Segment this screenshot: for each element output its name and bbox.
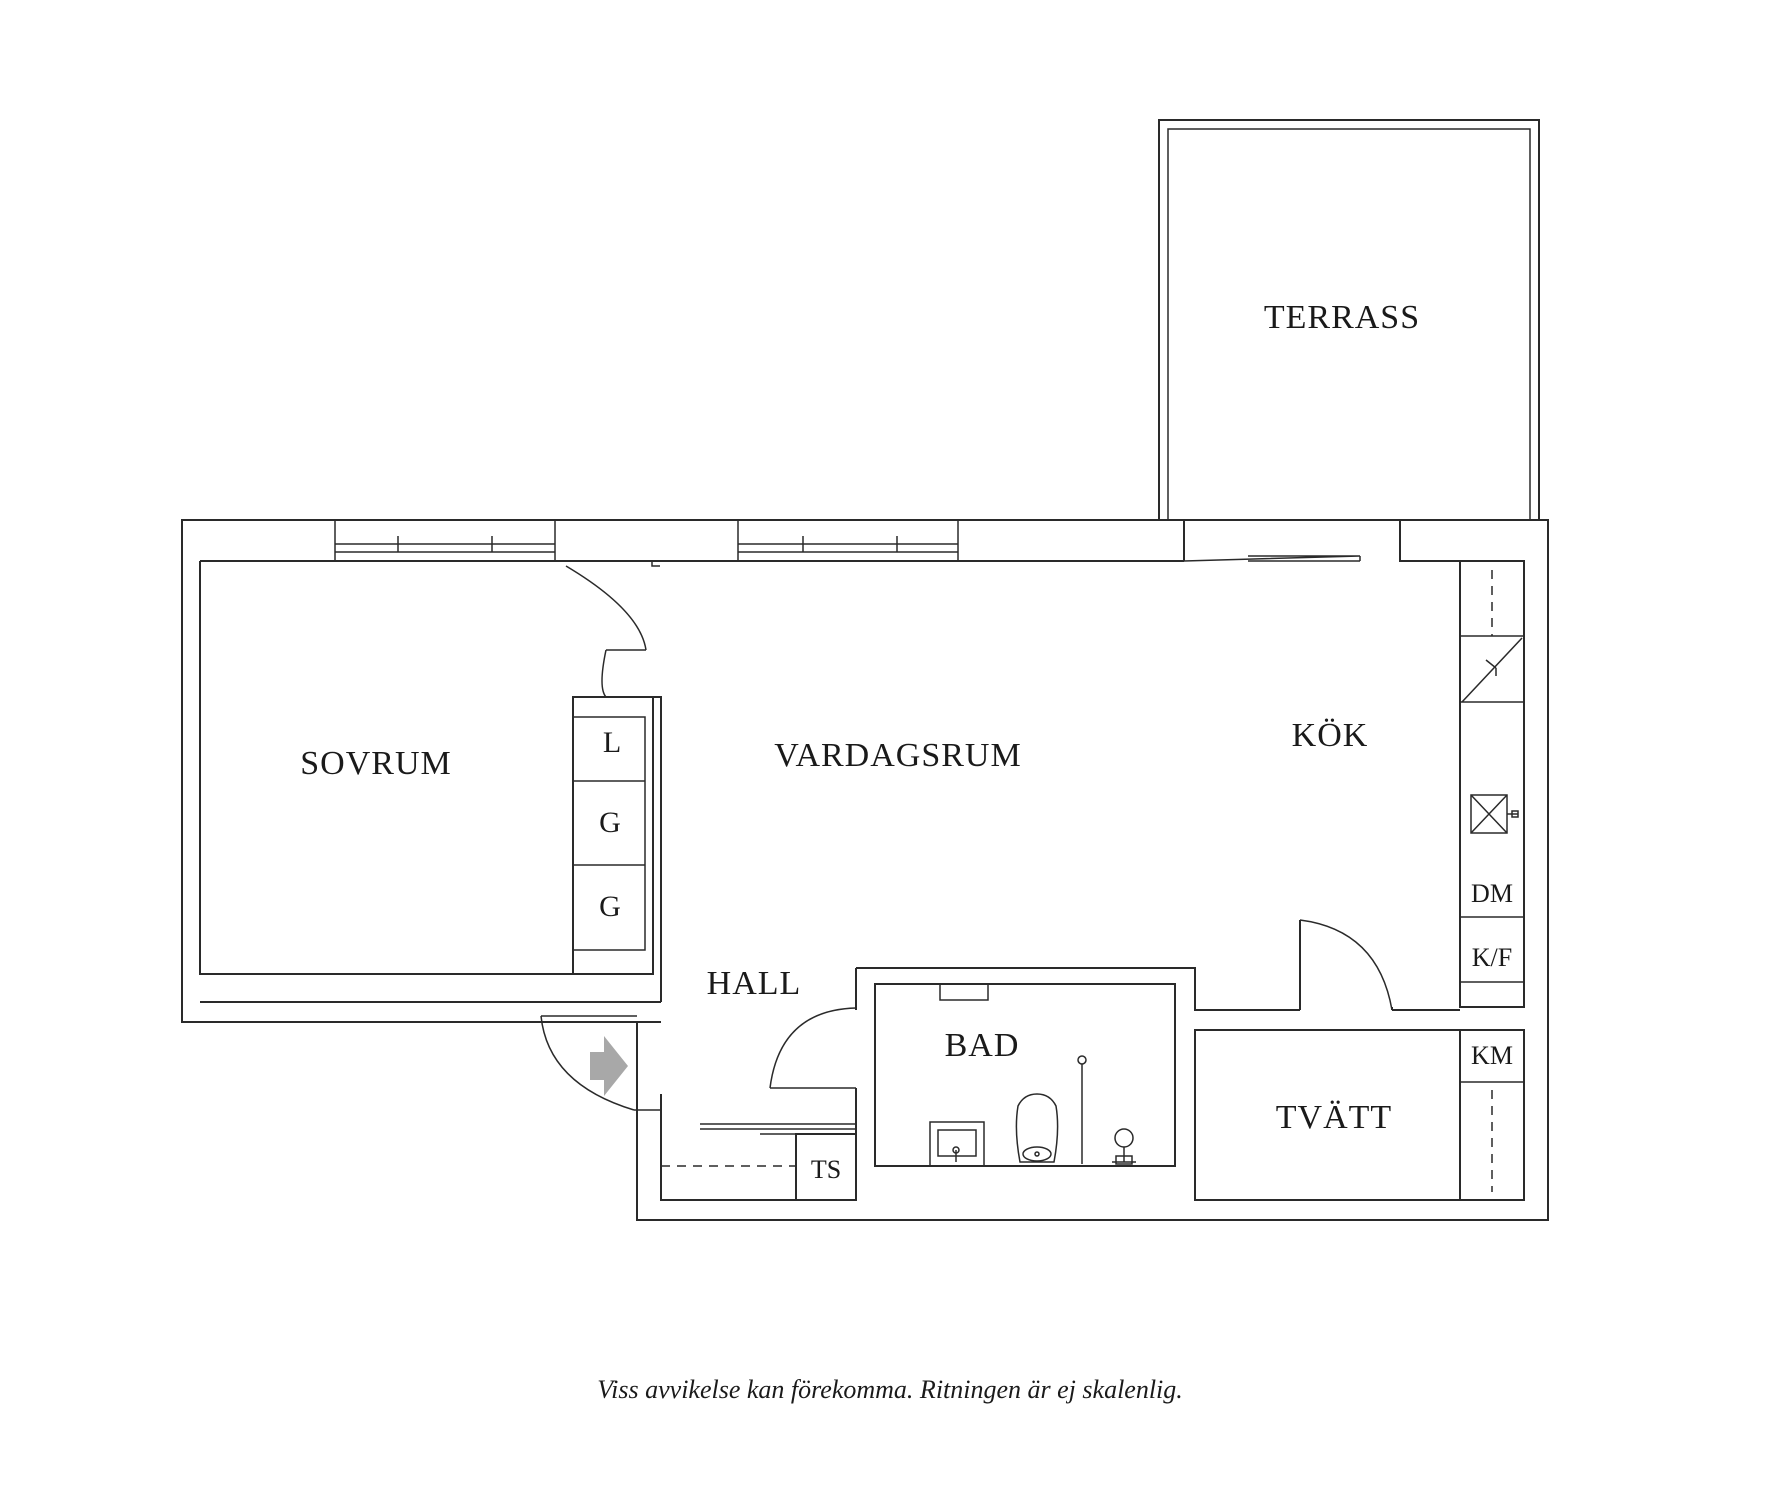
shower-head-icon: [1114, 1128, 1134, 1148]
room-label-kok: KÖK: [1292, 717, 1369, 754]
room-label-tvatt: TVÄTT: [1276, 1099, 1392, 1136]
outer-wall: [181, 519, 1549, 1221]
fixture-label-wardrobe-1: G: [599, 806, 621, 839]
bathroom-fixtures: [929, 983, 1136, 1167]
stove-icon: [1459, 635, 1525, 703]
fixture-label-wardrobe-2: G: [599, 890, 621, 923]
kitchen-counter: [1459, 560, 1525, 1008]
sink-icon: [929, 1121, 985, 1167]
toilet-icon: [1015, 1093, 1059, 1163]
wardrobe-bank: [572, 696, 654, 975]
entry-arrow-icon: [590, 1036, 628, 1096]
kitchen-door: [1299, 919, 1393, 1011]
fixture-label-fridge-freezer: K/F: [1472, 943, 1512, 972]
fixture-label-linen: L: [603, 726, 621, 759]
room-label-vardagsrum: VARDAGSRUM: [774, 737, 1021, 774]
room-label-hall: HALL: [707, 965, 802, 1002]
entry-door: [540, 1015, 661, 1111]
hall-closet: [661, 1123, 857, 1201]
fixture-label-dryer: TS: [811, 1155, 841, 1184]
room-label-sovrum: SOVRUM: [300, 745, 451, 782]
sovrum-door: [565, 565, 653, 698]
bathroom-door: [769, 1007, 857, 1089]
laundry-stack: [1459, 1029, 1525, 1201]
disclaimer-text: Viss avvikelse kan förekomma. Ritningen …: [597, 1375, 1183, 1404]
room-label-bad: BAD: [945, 1027, 1020, 1064]
interior-walls: [199, 519, 1461, 1201]
room-label-terrass: TERRASS: [1264, 299, 1420, 336]
fixture-label-washing-machine: KM: [1471, 1041, 1513, 1070]
fixture-label-dishwasher: DM: [1471, 879, 1513, 908]
